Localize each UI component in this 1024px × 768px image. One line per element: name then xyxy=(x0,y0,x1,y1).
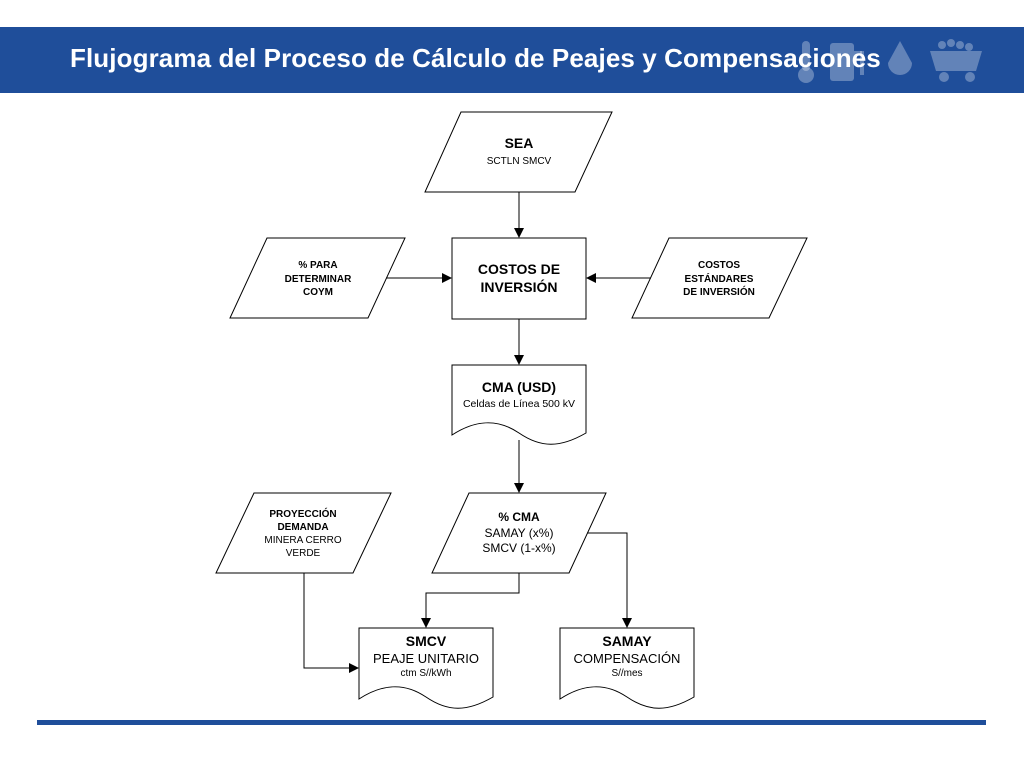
oil-drop-icon xyxy=(888,41,912,75)
costos-inversion-line1: COSTOS DE xyxy=(477,261,561,277)
arrow-pctcma-to-smcv xyxy=(421,573,520,628)
proyeccion-line3: MINERA CERRO xyxy=(264,535,342,546)
page-title: Flujograma del Proceso de Cálculo de Pea… xyxy=(70,43,881,73)
arrow-proyeccion-to-smcv xyxy=(303,573,359,673)
smcv-line3: ctm S//kWh xyxy=(400,667,452,679)
samay-shape xyxy=(559,627,695,709)
pct-coym-line2: DETERMINAR xyxy=(284,273,352,285)
pct-cma-title: % CMA xyxy=(498,510,540,524)
samay-node: SAMAY COMPENSACIÓN S//mes xyxy=(560,633,694,680)
pct-coym-node: % PARA DETERMINAR COYM xyxy=(255,259,381,300)
samay-title: SAMAY xyxy=(602,633,652,649)
pct-coym-line1: % PARA xyxy=(298,260,338,271)
costos-estandares-shape xyxy=(631,237,808,319)
costos-inversion-line2: INVERSIÓN xyxy=(480,278,558,295)
sea-sub: SCTLN SMCV xyxy=(486,155,552,167)
sea-title: SEA xyxy=(504,135,534,151)
sea-node: SEA SCTLN SMCV xyxy=(455,135,583,168)
costos-inversion-node: COSTOS DE INVERSIÓN xyxy=(452,261,586,296)
arrow-pctcma-to-samay xyxy=(587,532,632,628)
proyeccion-shape xyxy=(215,492,392,574)
proyeccion-node: PROYECCIÓN DEMANDA MINERA CERRO VERDE xyxy=(240,508,366,560)
costos-estandares-line2: ESTÁNDARES xyxy=(684,273,754,285)
proyeccion-line2: DEMANDA xyxy=(277,522,329,533)
smcv-title: SMCV xyxy=(405,633,447,649)
costos-estandares-line3: DE INVERSIÓN xyxy=(683,287,755,298)
thermometer-icon xyxy=(798,41,814,83)
pct-cma-line3: SMCV (1-x%) xyxy=(482,541,556,555)
mining-cart-icon xyxy=(930,39,982,82)
pct-cma-shape xyxy=(431,492,607,574)
proyeccion-line1: PROYECCIÓN xyxy=(269,509,337,520)
cma-title: CMA (USD) xyxy=(481,379,557,395)
costos-estandares-line1: COSTOS xyxy=(697,260,741,271)
costos-inversion-shape xyxy=(451,237,587,320)
smcv-node: SMCV PEAJE UNITARIO ctm S//kWh xyxy=(359,633,493,680)
cma-node: CMA (USD) Celdas de Línea 500 kV xyxy=(452,379,586,411)
pct-cma-line2: SAMAY (x%) xyxy=(484,526,554,540)
pct-cma-node: % CMA SAMAY (x%) SMCV (1-x%) xyxy=(456,510,582,556)
smcv-line2: PEAJE UNITARIO xyxy=(373,650,479,666)
cma-sub: Celdas de Línea 500 kV xyxy=(462,397,576,410)
samay-line3: S//mes xyxy=(611,667,643,679)
fuel-pump-icon xyxy=(830,43,864,81)
cma-shape xyxy=(451,364,587,445)
header-bar: Flujograma del Proceso de Cálculo de Pea… xyxy=(0,27,1024,93)
proyeccion-line4: VERDE xyxy=(285,548,321,559)
costos-estandares-node: COSTOS ESTÁNDARES DE INVERSIÓN xyxy=(656,259,782,300)
pct-coym-line3: COYM xyxy=(303,287,333,298)
pct-coym-shape xyxy=(229,237,406,319)
bottom-rule xyxy=(37,720,986,725)
samay-line2: COMPENSACIÓN xyxy=(573,650,681,666)
header-icons xyxy=(798,39,982,83)
smcv-shape xyxy=(358,627,494,709)
sea-shape xyxy=(424,111,613,193)
